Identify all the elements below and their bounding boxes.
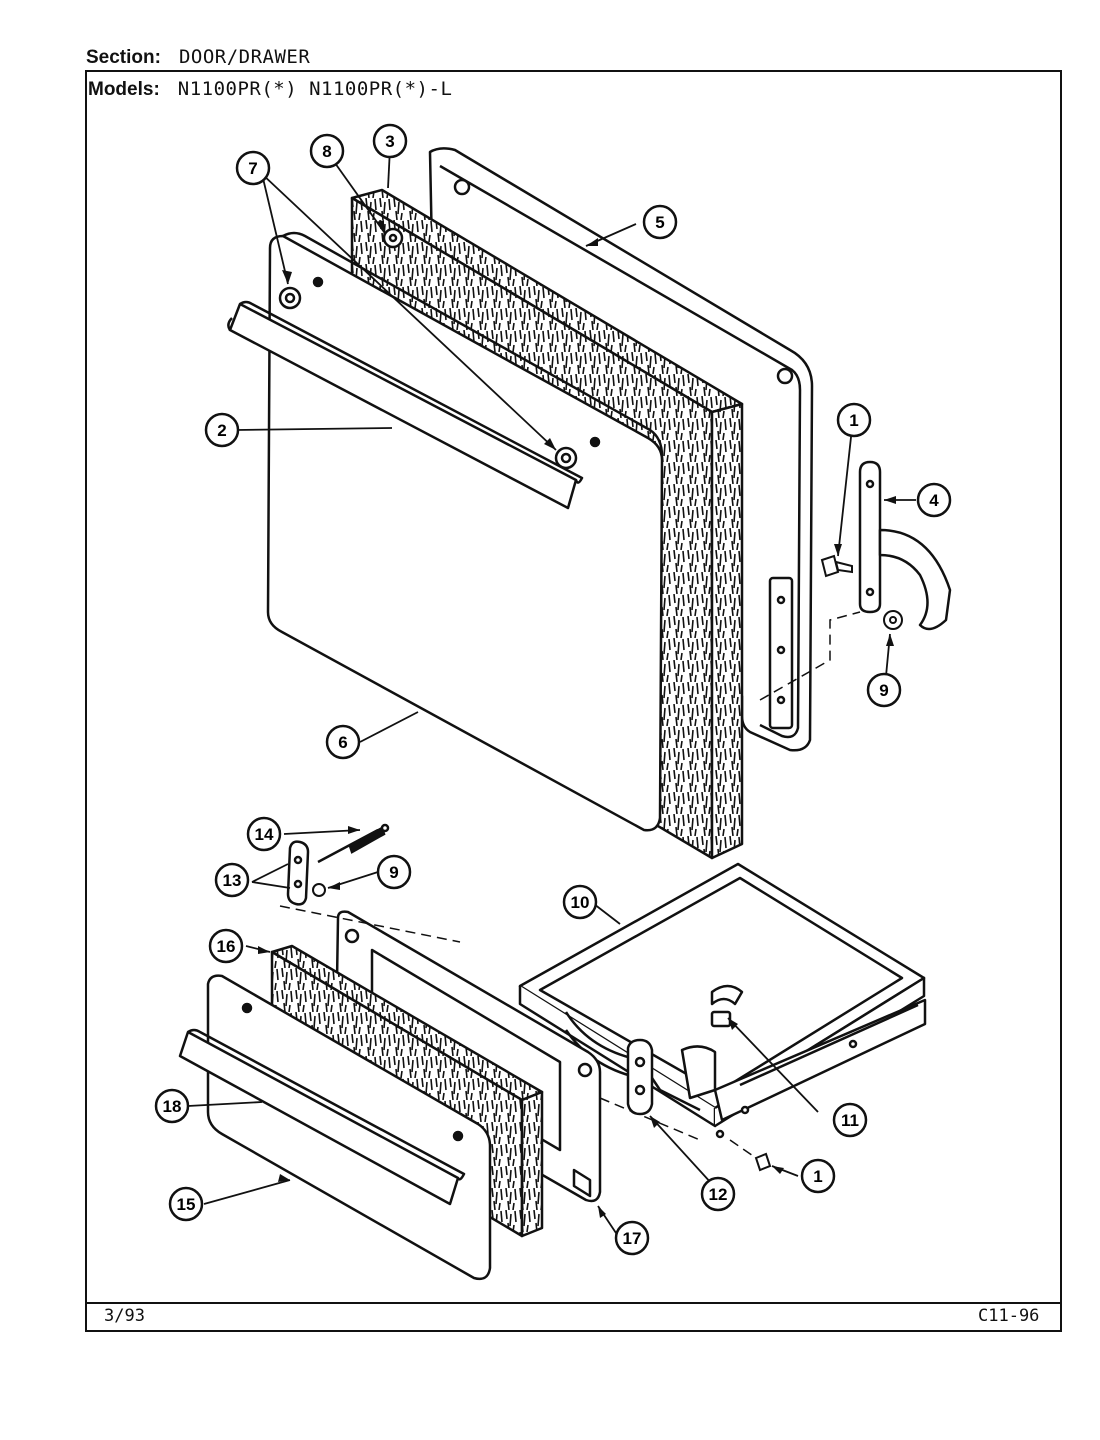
callout-6: 6 bbox=[325, 724, 361, 760]
callout-5: 5 bbox=[642, 204, 678, 240]
door-handle-part bbox=[227, 300, 584, 510]
callout-circle bbox=[372, 123, 408, 159]
drawer-handle-part bbox=[178, 1028, 466, 1206]
callout-number: 7 bbox=[248, 159, 257, 178]
callout-circle bbox=[866, 672, 902, 708]
callout-number: 2 bbox=[217, 421, 226, 440]
leader-lines bbox=[187, 147, 916, 1237]
callout-12: 12 bbox=[700, 1176, 736, 1212]
callout-10: 10 bbox=[562, 884, 598, 920]
callout-circle bbox=[168, 1186, 204, 1222]
callout-circle bbox=[376, 854, 412, 890]
footer-code: C11-96 bbox=[978, 1306, 1040, 1326]
callout-number: 17 bbox=[623, 1229, 642, 1248]
section-label: Section: bbox=[86, 47, 161, 68]
callout-number: 12 bbox=[709, 1185, 728, 1204]
callout-number: 9 bbox=[879, 681, 888, 700]
callout-circle bbox=[916, 482, 952, 518]
footer-rule bbox=[85, 1302, 1062, 1304]
callout-number: 5 bbox=[655, 213, 664, 232]
callout-8: 8 bbox=[309, 133, 345, 169]
models-line: Models: N1100PR(*) N1100PR(*)-L bbox=[88, 78, 452, 101]
callout-circle bbox=[614, 1220, 650, 1256]
callout-circle bbox=[214, 862, 250, 898]
models-value: N1100PR(*) N1100PR(*)-L bbox=[177, 78, 453, 100]
callout-number: 1 bbox=[813, 1167, 822, 1186]
callout-circle bbox=[832, 1102, 868, 1138]
callout-number: 9 bbox=[389, 863, 398, 882]
callout-number: 8 bbox=[322, 142, 331, 161]
callout-number: 1 bbox=[849, 411, 858, 430]
section-value: DOOR/DRAWER bbox=[178, 46, 311, 68]
callout-7: 7 bbox=[235, 150, 271, 186]
drawer-clip-part bbox=[286, 840, 310, 906]
drawer-screw-part bbox=[754, 1152, 772, 1172]
callout-circle bbox=[246, 816, 282, 852]
callout-circle bbox=[800, 1158, 836, 1194]
callout-1: 1 bbox=[800, 1158, 836, 1194]
callout-9: 9 bbox=[376, 854, 412, 890]
callout-18: 18 bbox=[154, 1088, 190, 1124]
callout-circle bbox=[562, 884, 598, 920]
door-hinge-part bbox=[858, 460, 952, 631]
callout-circle bbox=[325, 724, 361, 760]
drawer-body-part bbox=[518, 862, 927, 1139]
drawer-bracket-part bbox=[626, 1038, 654, 1116]
callout-16: 16 bbox=[208, 928, 244, 964]
callout-number: 3 bbox=[385, 132, 394, 151]
callout-4: 4 bbox=[916, 482, 952, 518]
callout-circle bbox=[700, 1176, 736, 1212]
callout-circle bbox=[836, 402, 872, 438]
callout-1: 1 bbox=[836, 402, 872, 438]
callout-13: 13 bbox=[214, 862, 250, 898]
drawer-nut-part bbox=[312, 883, 326, 897]
hinge-assembly-line bbox=[759, 611, 861, 701]
callout-number: 4 bbox=[929, 491, 939, 510]
drawer-assembly-lines bbox=[279, 905, 757, 1159]
callout-15: 15 bbox=[168, 1186, 204, 1222]
callout-number: 14 bbox=[255, 825, 274, 844]
section-line: Section: DOOR/DRAWER bbox=[86, 46, 310, 69]
callout-number: 10 bbox=[571, 893, 590, 912]
callout-circle bbox=[204, 412, 240, 448]
callout-circle bbox=[309, 133, 345, 169]
callout-circle bbox=[642, 204, 678, 240]
nut-part bbox=[883, 610, 903, 630]
callout-circle bbox=[208, 928, 244, 964]
callout-circle bbox=[154, 1088, 190, 1124]
callout-number: 13 bbox=[223, 871, 242, 890]
callout-9: 9 bbox=[866, 672, 902, 708]
screw-part bbox=[820, 554, 853, 578]
callout-circle bbox=[235, 150, 271, 186]
callout-number: 11 bbox=[841, 1111, 859, 1130]
callout-2: 2 bbox=[204, 412, 240, 448]
models-label: Models: bbox=[88, 79, 160, 100]
callout-11: 11 bbox=[832, 1102, 868, 1138]
leader-arrowheads bbox=[258, 220, 896, 1218]
footer-date: 3/93 bbox=[104, 1306, 145, 1326]
callout-number: 15 bbox=[177, 1195, 196, 1214]
callout-3: 3 bbox=[372, 123, 408, 159]
callout-number: 18 bbox=[163, 1097, 182, 1116]
callout-number: 6 bbox=[338, 733, 347, 752]
callout-17: 17 bbox=[614, 1220, 650, 1256]
callout-number: 16 bbox=[217, 937, 236, 956]
callout-14: 14 bbox=[246, 816, 282, 852]
drawer-spring-part bbox=[317, 823, 390, 864]
diagram-frame bbox=[85, 70, 1062, 1332]
